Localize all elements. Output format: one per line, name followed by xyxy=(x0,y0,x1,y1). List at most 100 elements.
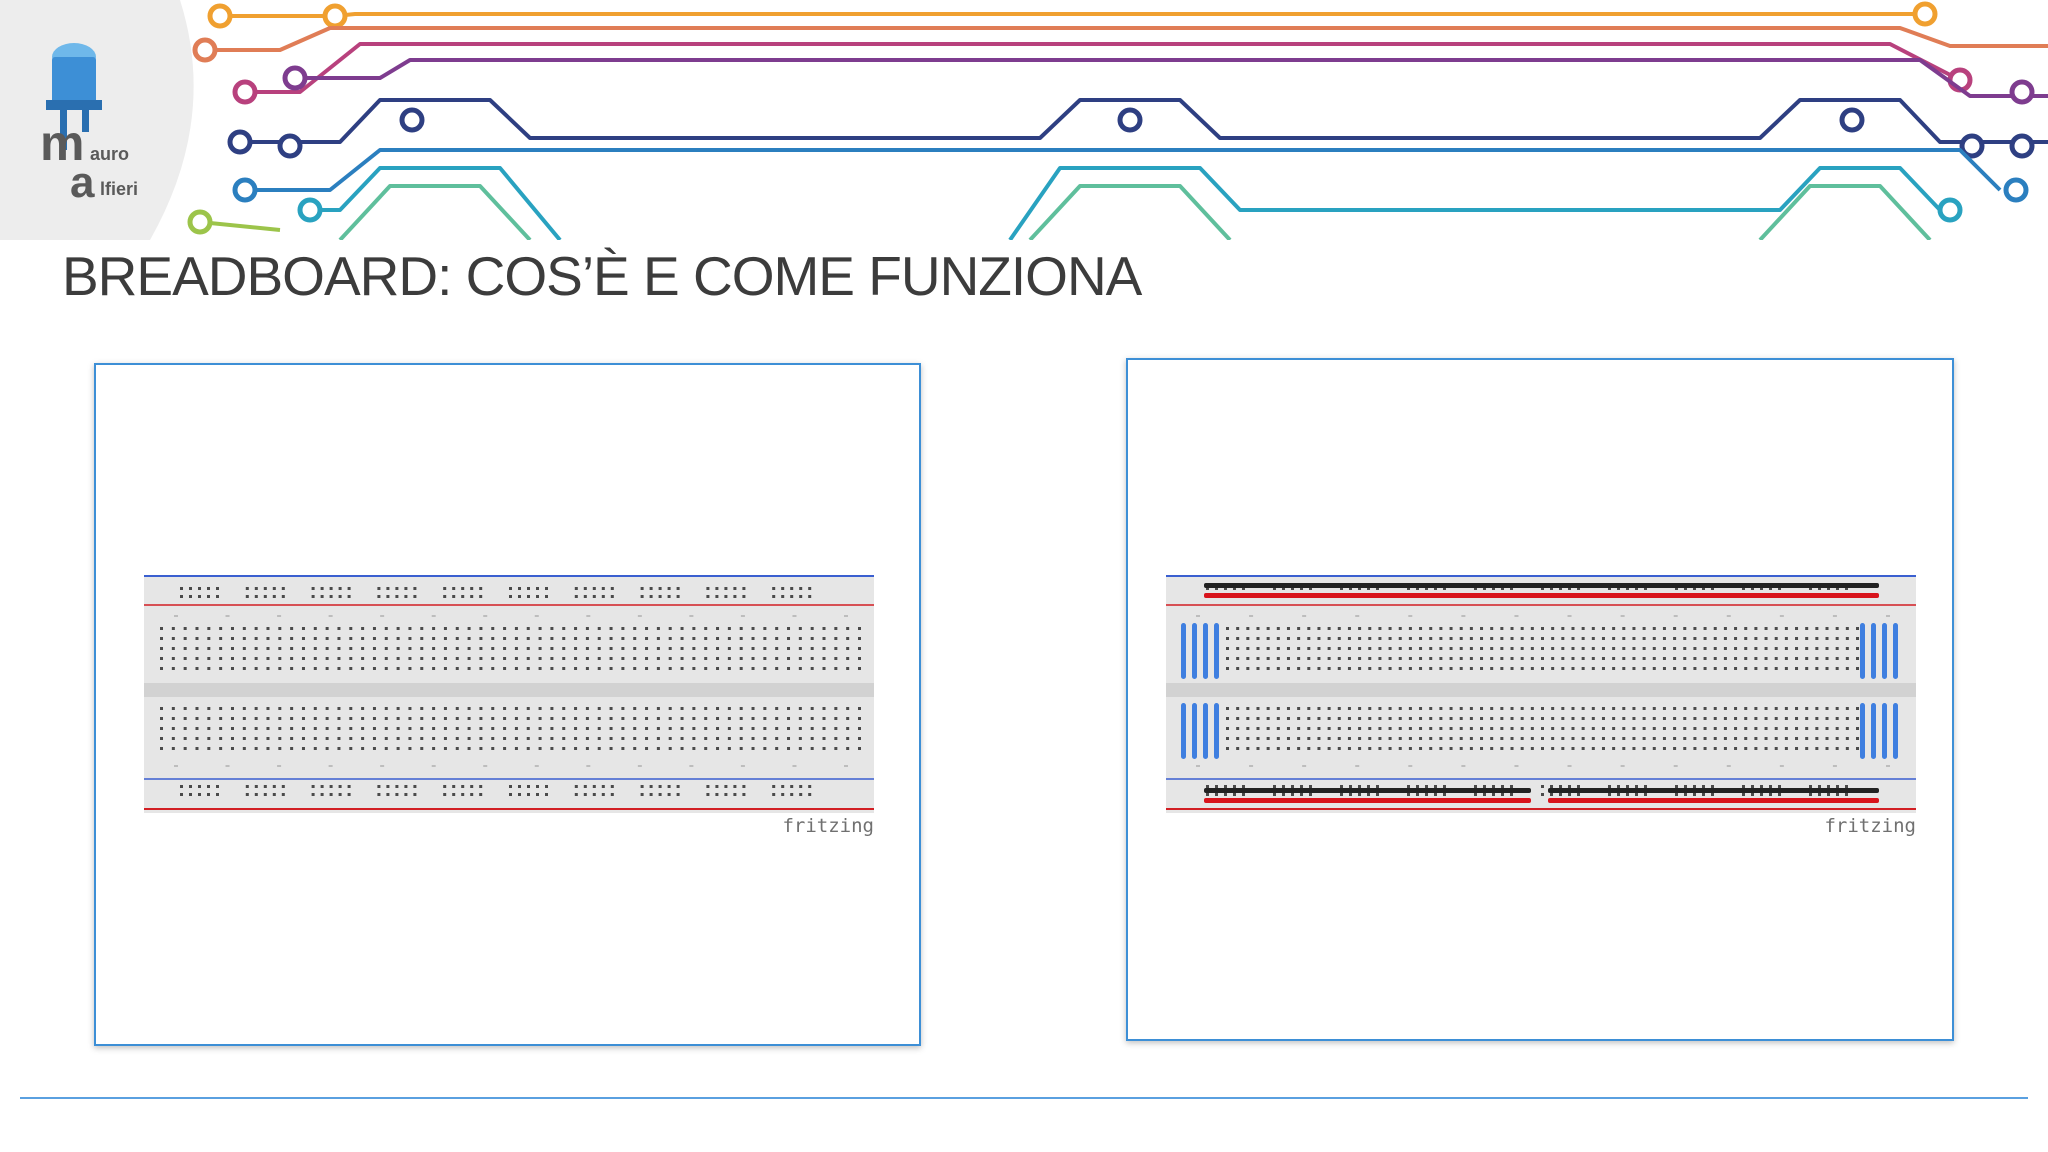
terminal-hole xyxy=(656,717,660,720)
terminal-hole xyxy=(1642,647,1646,650)
rail-hole xyxy=(676,595,680,598)
rail-hole xyxy=(1644,793,1647,796)
terminal-hole xyxy=(858,737,861,740)
terminal-hole xyxy=(1480,657,1484,660)
terminal-hole xyxy=(1764,637,1768,640)
terminal-hole xyxy=(1408,727,1412,730)
rail-hole xyxy=(198,595,201,598)
terminal-hole xyxy=(1246,747,1250,750)
rail-hole xyxy=(329,793,333,796)
terminal-hole xyxy=(443,637,447,640)
terminal-hole xyxy=(1571,737,1575,740)
terminal-hole xyxy=(432,747,436,750)
terminal-hole xyxy=(1734,637,1738,640)
rail-hole xyxy=(245,793,249,796)
terminal-hole xyxy=(633,667,637,670)
terminal-hole xyxy=(1652,727,1656,730)
terminal-hole xyxy=(313,707,317,710)
circuit-trace xyxy=(338,184,1932,240)
terminal-hole xyxy=(1612,647,1616,650)
rail-hole xyxy=(574,785,578,788)
circuit-trace xyxy=(240,98,2048,144)
terminal-hole xyxy=(1266,707,1270,710)
terminal-hole xyxy=(1754,647,1758,650)
rail-hole xyxy=(1778,785,1781,788)
terminal-hole xyxy=(1469,657,1473,660)
terminal-hole xyxy=(1703,667,1707,670)
terminal-hole xyxy=(609,657,613,660)
terminal-hole xyxy=(1622,727,1626,730)
terminal-hole xyxy=(1388,737,1392,740)
terminal-hole xyxy=(787,657,791,660)
rail-hole xyxy=(1711,793,1714,796)
rail-hole xyxy=(610,793,614,796)
terminal-hole xyxy=(1632,637,1636,640)
rail-hole xyxy=(715,595,719,598)
terminal-hole xyxy=(1327,657,1331,660)
terminal-hole xyxy=(798,717,802,720)
rail-hole xyxy=(1559,793,1562,796)
rail-hole xyxy=(1559,587,1562,590)
terminal-hole xyxy=(514,647,518,650)
terminal-hole xyxy=(1845,657,1849,660)
rail-hole xyxy=(742,595,746,598)
terminal-hole xyxy=(1459,707,1463,710)
rail-hole xyxy=(1626,587,1629,590)
rail-hole xyxy=(574,793,578,796)
terminal-hole xyxy=(230,667,234,670)
terminal-hole xyxy=(1683,627,1687,630)
terminal-hole xyxy=(408,637,412,640)
terminal-hole xyxy=(1327,667,1331,670)
terminal-hole xyxy=(1713,717,1717,720)
rail-hole xyxy=(1233,587,1236,590)
terminal-hole xyxy=(597,707,601,710)
terminal-hole xyxy=(1429,737,1433,740)
terminal-hole xyxy=(1469,717,1473,720)
terminal-hole xyxy=(1256,657,1260,660)
rail-hole xyxy=(715,785,719,788)
rail-hole xyxy=(509,793,512,796)
terminal-hole xyxy=(1358,667,1362,670)
terminal-hole xyxy=(337,627,341,630)
rail-hole xyxy=(263,587,267,590)
terminal-hole xyxy=(396,717,400,720)
terminal-hole xyxy=(1805,717,1809,720)
rail-hole xyxy=(189,587,192,590)
terminal-hole xyxy=(408,627,412,630)
rail-hole xyxy=(667,793,671,796)
terminal-hole xyxy=(1541,637,1544,640)
terminal-hole xyxy=(585,657,589,660)
terminal-hole xyxy=(1530,667,1534,670)
terminal-hole xyxy=(1693,667,1697,670)
terminal-hole xyxy=(491,717,495,720)
terminal-hole xyxy=(562,747,566,750)
terminal-hole xyxy=(1520,627,1524,630)
terminal-hole xyxy=(1439,737,1443,740)
rail-hole xyxy=(395,793,399,796)
terminal-hole xyxy=(1581,637,1585,640)
terminal-hole xyxy=(1805,747,1809,750)
terminal-hole xyxy=(1459,657,1463,660)
terminal-hole xyxy=(1662,657,1666,660)
terminal-hole xyxy=(1835,717,1839,720)
terminal-hole xyxy=(384,657,388,660)
rail-hole xyxy=(320,587,324,590)
terminal-hole xyxy=(313,637,317,640)
terminal-hole xyxy=(1490,727,1494,730)
breadboard-panel-highlighted: fritzing xyxy=(1126,358,1954,1041)
terminal-hole xyxy=(254,717,258,720)
terminal-hole xyxy=(1246,727,1250,730)
rail-hole xyxy=(461,587,465,590)
terminal-hole xyxy=(822,737,826,740)
terminal-hole xyxy=(207,717,211,720)
terminal-hole xyxy=(585,667,589,670)
terminal-hole xyxy=(160,707,163,710)
terminal-hole xyxy=(1429,717,1433,720)
terminal-hole xyxy=(1581,727,1585,730)
rail-hole xyxy=(518,587,521,590)
terminal-hole xyxy=(739,667,743,670)
terminal-hole xyxy=(1856,707,1859,710)
terminal-hole xyxy=(195,727,199,730)
terminal-hole xyxy=(834,637,838,640)
terminal-hole xyxy=(1551,627,1555,630)
